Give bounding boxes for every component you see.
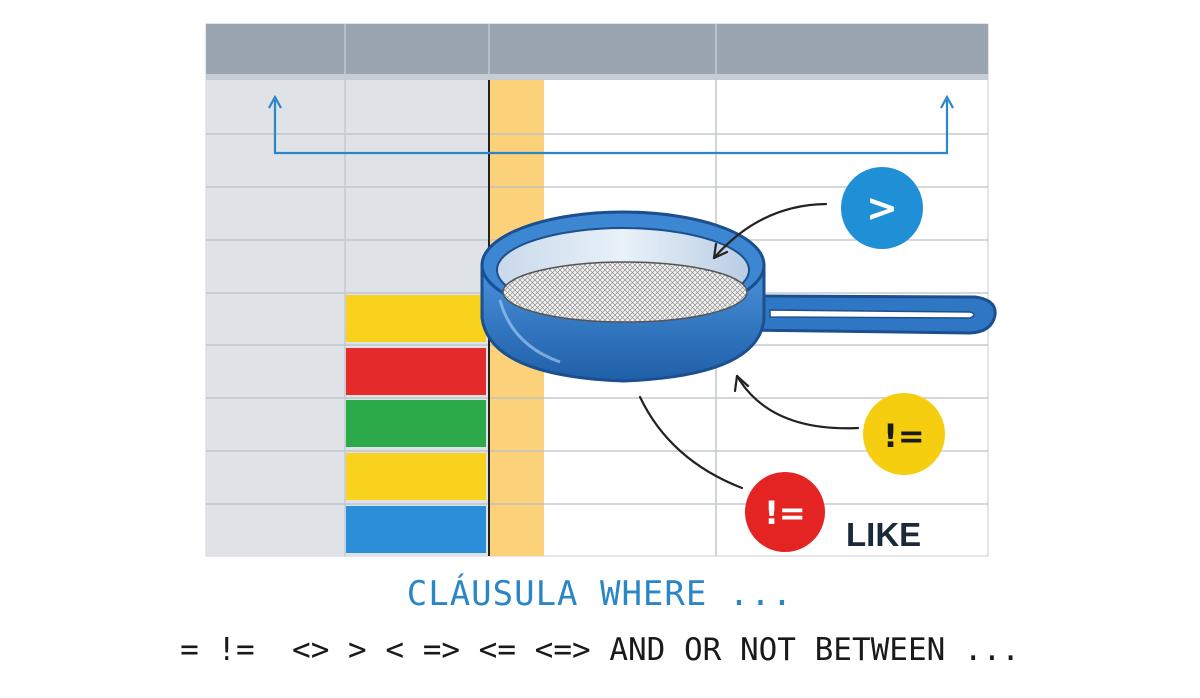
sieve-icon — [480, 210, 997, 383]
header-shadow — [206, 74, 988, 80]
like-keyword-label: LIKE — [846, 516, 921, 553]
pointer-arrows — [638, 202, 860, 490]
operators-list: = != <> > < => <= <=> AND OR NOT BETWEEN… — [180, 632, 1020, 668]
stripe-red — [346, 348, 486, 395]
where-clause-title: CLÁUSULA WHERE ... — [406, 574, 794, 614]
data-table — [205, 23, 989, 557]
badge-not-equal-yellow-label: != — [883, 417, 924, 455]
column-bracket-arrow — [268, 94, 954, 155]
badge-greater-than-label: > — [866, 186, 898, 230]
arrow-to-mesh — [712, 202, 828, 260]
arrow-to-rim — [735, 374, 860, 430]
badge-greater-than: > — [841, 167, 923, 249]
stripe-green — [346, 400, 486, 447]
stripe-yellow-1 — [346, 295, 486, 342]
badge-not-equal-yellow: != — [863, 393, 945, 475]
arrow-from-bottom — [638, 395, 744, 490]
stripe-blue — [346, 506, 486, 553]
diagram-canvas: > != != LIKE — [205, 23, 997, 557]
table-header — [206, 24, 988, 74]
badge-not-equal-red: != — [745, 472, 825, 552]
badge-not-equal-red-label: != — [764, 494, 805, 532]
stripe-yellow-2 — [346, 453, 486, 500]
